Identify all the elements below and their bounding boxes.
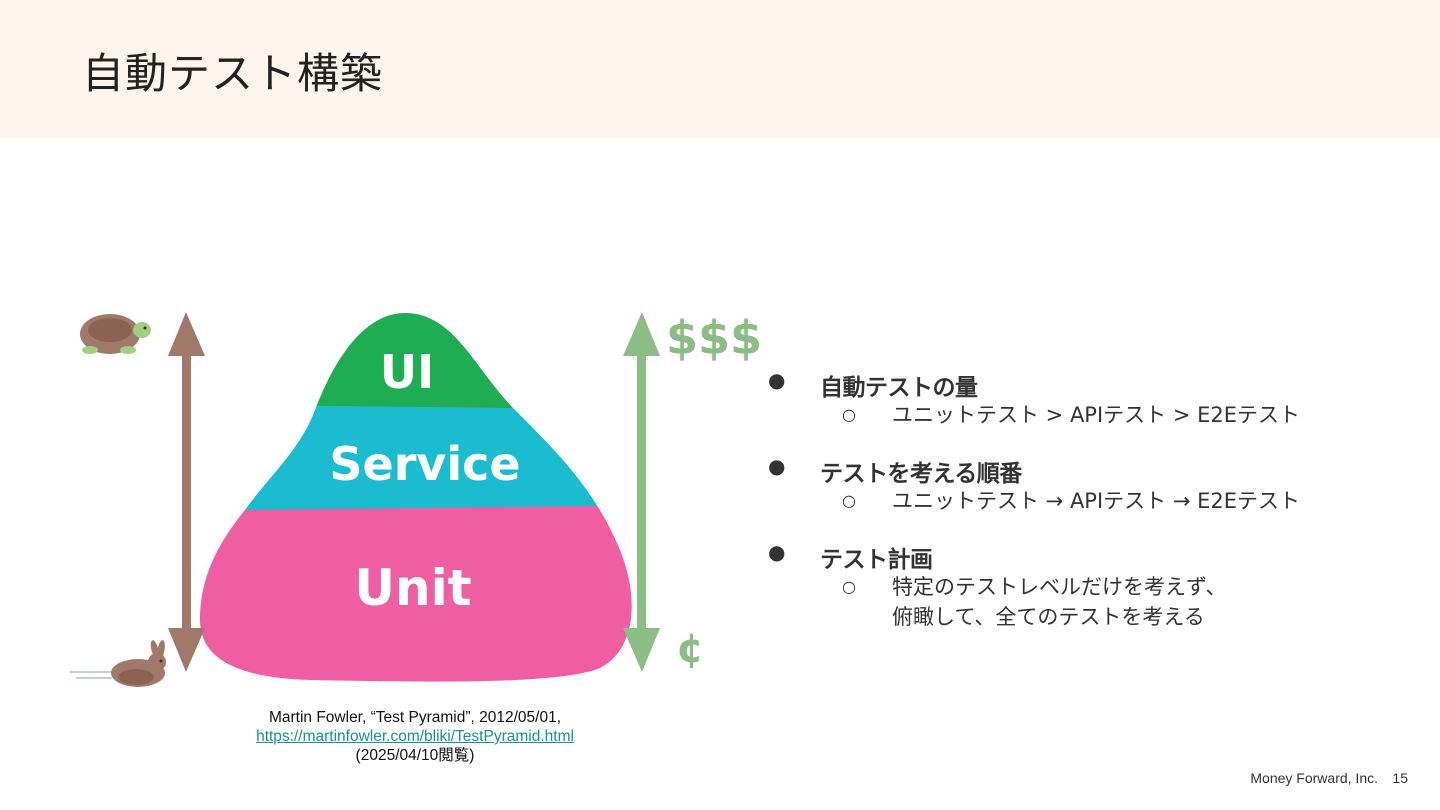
sub-bullet-circle: ○ [842,405,856,424]
test-pyramid-figure: UI Service Unit $$$ ¢ [60,300,780,700]
caption-citation: Martin Fowler, “Test Pyramid”, 2012/05/0… [268,709,562,726]
sub-bullet-text: ユニットテスト → APIテスト → E2Eテスト [892,489,1301,513]
turtle-icon [80,314,151,354]
bullet-title: 自動テストの量 [820,375,978,401]
bullet-group-quantity: ● 自動テストの量 ○ ユニットテスト > APIテスト > E2Eテスト [768,366,1408,430]
bullet-dot: ● [768,454,786,478]
bullet-group-order: ● テストを考える順番 ○ ユニットテスト → APIテスト → E2Eテスト [768,452,1408,516]
page-title: 自動テスト構築 [82,49,384,98]
sub-bullet-circle: ○ [842,577,856,596]
sub-bullet-text: 俯瞰して、全てのテストを考える [892,605,1205,629]
bullet-dot: ● [768,540,786,564]
test-pyramid-diagram: UI Service Unit $$$ ¢ [70,311,762,687]
caption-link[interactable]: https://martinfowler.com/bliki/TestPyram… [256,728,574,745]
service-layer-label: Service [329,437,520,491]
caption-access-date: (2025/04/10閲覧) [355,747,475,764]
footer-company: Money Forward, Inc. [1250,770,1378,786]
ui-layer-label: UI [380,345,434,399]
bullet-title: テスト計画 [820,547,933,573]
page-number: 15 [1392,770,1408,786]
bullet-group-plan: ● テスト計画 ○ 特定のテストレベルだけを考えず、 俯瞰して、全てのテストを考… [768,538,1408,632]
title-bar: 自動テスト構築 [0,0,1440,137]
rabbit-icon [70,640,166,687]
unit-layer [200,505,632,682]
bullet-title: テストを考える順番 [820,461,1022,487]
bullet-dot: ● [768,368,786,392]
cost-low-label: ¢ [676,626,704,672]
cost-high-label: $$$ [666,311,762,365]
sub-bullet-text: ユニットテスト > APIテスト > E2Eテスト [892,403,1301,427]
cost-arrow [623,312,660,672]
sub-bullet-text: 特定のテストレベルだけを考えず、 [892,575,1227,599]
sub-bullet-circle: ○ [842,491,856,510]
figure-caption: Martin Fowler, “Test Pyramid”, 2012/05/0… [200,708,630,765]
bullet-list: ● 自動テストの量 ○ ユニットテスト > APIテスト > E2Eテスト ● … [768,366,1408,654]
unit-layer-label: Unit [354,559,471,617]
speed-arrow [168,312,205,672]
